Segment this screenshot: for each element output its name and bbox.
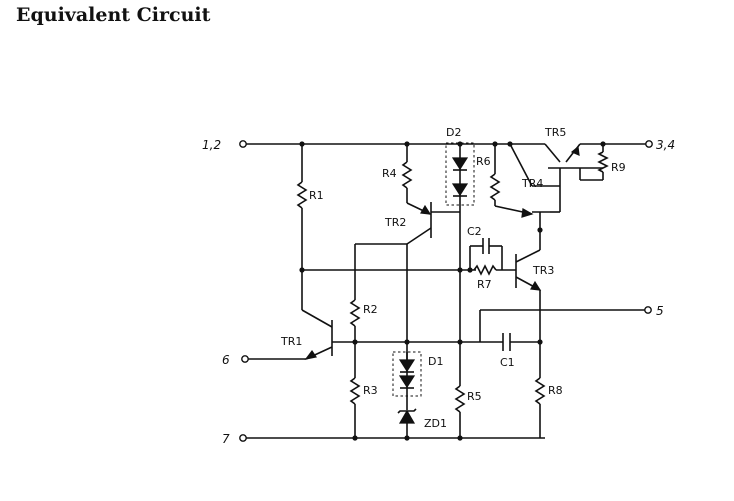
terminal-7 bbox=[239, 434, 247, 442]
tr2-emitter-arrow bbox=[420, 204, 432, 215]
junction-dot bbox=[404, 141, 410, 147]
junction-dot bbox=[537, 339, 543, 345]
d2-diode-2 bbox=[451, 183, 469, 197]
page-title: Equivalent Circuit bbox=[16, 4, 211, 26]
label-r7: R7 bbox=[477, 278, 492, 291]
label-r9: R9 bbox=[611, 161, 626, 174]
junction-dot bbox=[507, 141, 513, 147]
label-r5: R5 bbox=[467, 390, 482, 403]
terminal-label-7: 7 bbox=[222, 432, 230, 446]
terminal-label-5: 5 bbox=[656, 304, 664, 318]
resistor-r7 bbox=[473, 264, 497, 276]
label-tr5: TR5 bbox=[544, 126, 566, 139]
zd1-diode bbox=[398, 409, 416, 424]
terminal-3-4 bbox=[645, 140, 653, 148]
label-r6: R6 bbox=[476, 155, 491, 168]
label-r4: R4 bbox=[382, 167, 397, 180]
d1-diode-2 bbox=[398, 375, 416, 389]
terminal-label-3-4: 3,4 bbox=[656, 138, 675, 152]
tr3-emitter-arrow bbox=[530, 280, 542, 291]
label-r3: R3 bbox=[363, 384, 378, 397]
resistor-r6 bbox=[489, 173, 501, 201]
tr2-collector bbox=[406, 227, 432, 245]
junction-dot bbox=[299, 141, 305, 147]
tr1-collector bbox=[301, 309, 333, 328]
tr4-collector bbox=[509, 143, 533, 187]
junction-dot bbox=[404, 435, 410, 441]
label-r1: R1 bbox=[309, 189, 324, 202]
tr1-emitter-arrow bbox=[304, 349, 317, 360]
terminal-label-6: 6 bbox=[222, 353, 230, 367]
label-tr1: TR1 bbox=[280, 335, 302, 348]
junction-dot bbox=[404, 339, 410, 345]
terminal-6 bbox=[241, 355, 249, 363]
terminal-label-1-2: 1,2 bbox=[202, 138, 221, 152]
resistor-r4 bbox=[401, 161, 413, 189]
junction-dot bbox=[537, 227, 543, 233]
tr3-collector bbox=[515, 249, 541, 263]
resistor-r1 bbox=[296, 181, 308, 209]
junction-dot bbox=[600, 141, 606, 147]
junction-dot bbox=[352, 339, 358, 345]
d1-diode-1 bbox=[398, 359, 416, 373]
resistor-r2 bbox=[349, 299, 361, 327]
junction-dot bbox=[467, 267, 473, 273]
resistor-r9 bbox=[597, 151, 609, 173]
label-tr3: TR3 bbox=[532, 264, 554, 277]
label-c2: C2 bbox=[467, 225, 482, 238]
d2-diode-1 bbox=[451, 157, 469, 171]
label-c1: C1 bbox=[500, 356, 515, 369]
junction-dot bbox=[457, 435, 463, 441]
label-r8: R8 bbox=[548, 384, 563, 397]
junction-dot bbox=[492, 141, 498, 147]
label-r2: R2 bbox=[363, 303, 378, 316]
terminal-1-2 bbox=[239, 140, 247, 148]
label-d1: D1 bbox=[428, 355, 443, 368]
terminal-5 bbox=[644, 306, 652, 314]
junction-dot bbox=[352, 435, 358, 441]
resistor-r5 bbox=[454, 385, 466, 413]
zd1-bar bbox=[397, 408, 417, 414]
resistor-r8 bbox=[534, 377, 546, 405]
tr5-collector bbox=[544, 143, 561, 163]
tr5-emitter-arrow bbox=[570, 145, 580, 156]
label-tr2: TR2 bbox=[384, 216, 406, 229]
junction-dot bbox=[299, 267, 305, 273]
label-d2: D2 bbox=[446, 126, 461, 139]
label-zd1: ZD1 bbox=[424, 417, 447, 430]
junction-dot bbox=[457, 339, 463, 345]
tr4-emitter-arrow bbox=[521, 208, 534, 218]
resistor-r3 bbox=[349, 377, 361, 405]
label-tr4: TR4 bbox=[521, 177, 543, 190]
junction-dot bbox=[457, 267, 463, 273]
junction-dot bbox=[457, 141, 463, 147]
